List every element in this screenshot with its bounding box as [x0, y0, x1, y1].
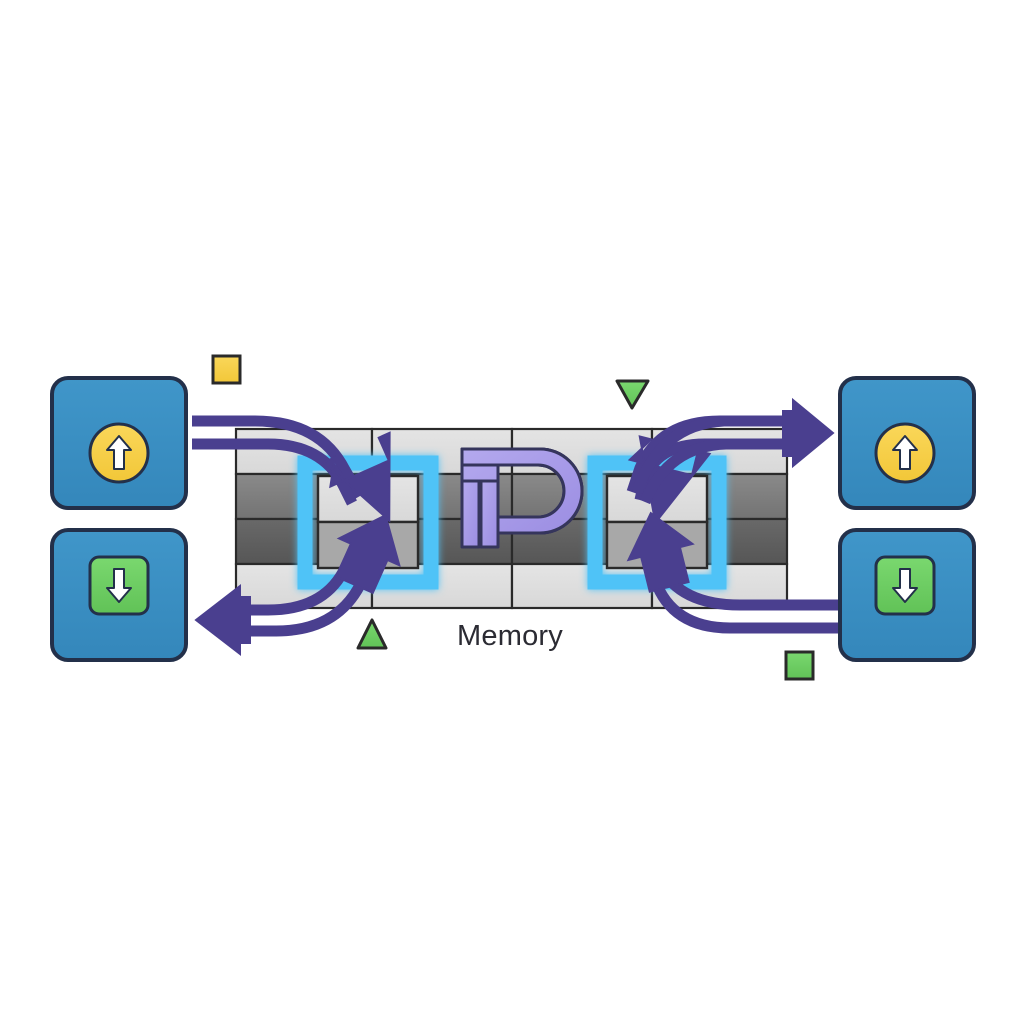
arrowhead-right-in — [627, 435, 712, 526]
down-arrow-glyph — [106, 568, 132, 603]
marker-green-triangle-down — [615, 379, 650, 410]
marker-green-square — [784, 650, 815, 681]
left-download-device[interactable] — [50, 528, 188, 662]
processor-p-logo — [460, 447, 584, 549]
arrowhead-left-in — [322, 431, 391, 523]
arrowhead-right-out — [782, 397, 835, 469]
marker-green-triangle-up — [356, 618, 388, 650]
memory-label: Memory — [457, 620, 563, 652]
flow-arrows — [192, 397, 840, 657]
flow-right-out-top — [631, 415, 800, 505]
right-upload-device[interactable] — [838, 376, 976, 510]
right-download-device[interactable] — [838, 528, 976, 662]
left-upload-device[interactable] — [50, 376, 188, 510]
down-arrow-glyph — [892, 568, 918, 603]
up-arrow-glyph — [106, 435, 132, 470]
marker-yellow-square — [211, 354, 242, 385]
arrowhead-right-buffer-up — [626, 511, 695, 593]
arrowhead-left-buffer-up — [334, 513, 401, 595]
up-arrow-glyph — [892, 435, 918, 470]
arrowhead-left-out — [194, 583, 251, 657]
